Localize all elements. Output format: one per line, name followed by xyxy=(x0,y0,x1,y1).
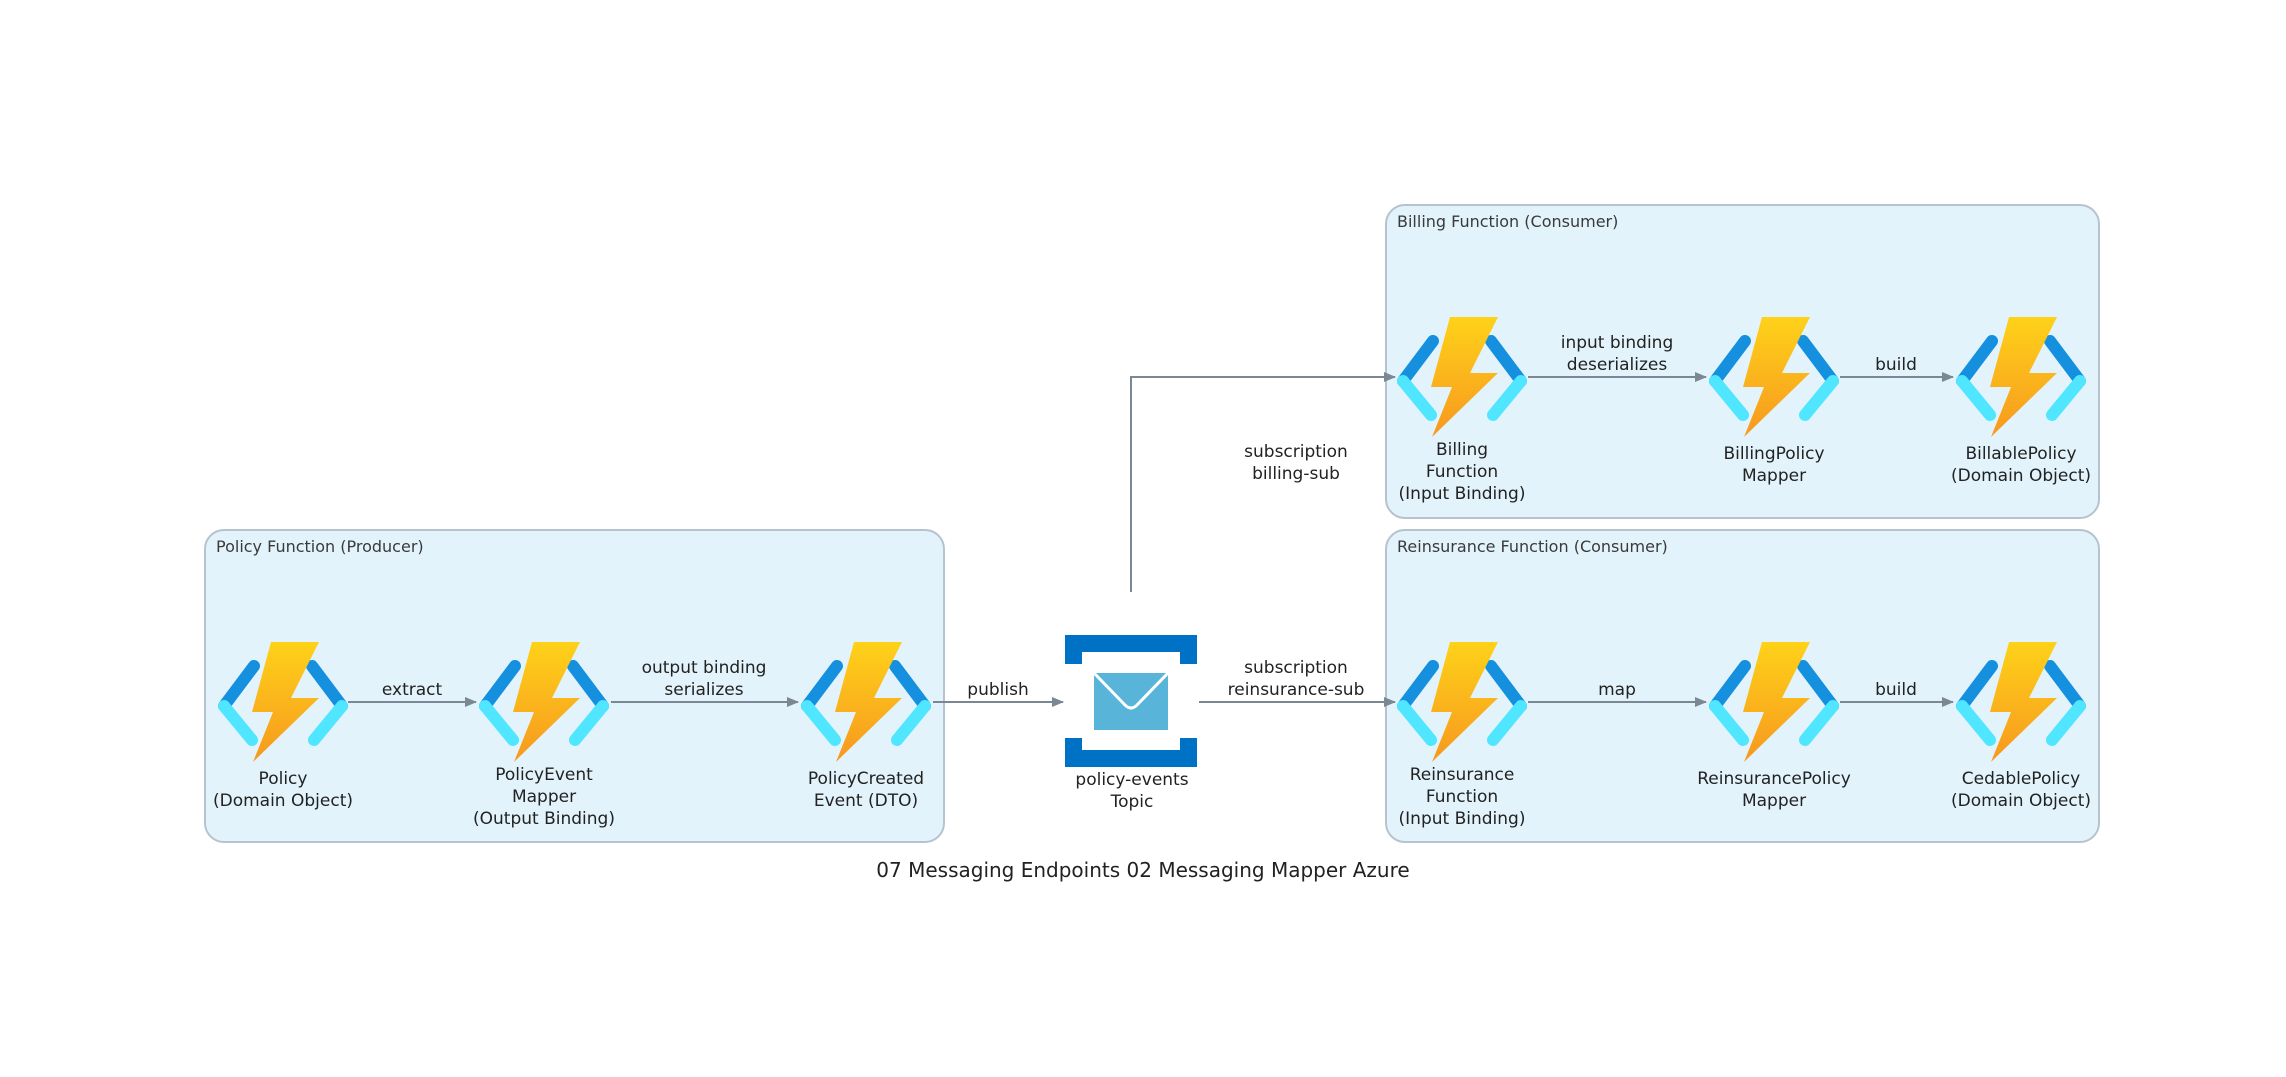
edge-label-subscription-billing: subscription billing-sub xyxy=(1244,442,1348,484)
edge-label-extract: extract xyxy=(381,680,443,700)
service-bus-topic-icon xyxy=(1065,635,1197,767)
azure-function-icon xyxy=(1707,315,1841,440)
node-label: Policy (Domain Object) xyxy=(212,769,353,811)
azure-function-icon xyxy=(1395,315,1529,440)
azure-function-icon xyxy=(477,640,611,765)
edge-subscription-billing xyxy=(1130,372,1396,592)
azure-function-icon xyxy=(1395,640,1529,765)
node-label: ReinsurancePolicy Mapper xyxy=(1697,769,1851,811)
edge-label-publish: publish xyxy=(967,680,1029,700)
azure-function-icon xyxy=(1954,315,2088,440)
node-label: PolicyEvent Mapper (Output Binding) xyxy=(473,765,615,829)
azure-function-icon xyxy=(1707,640,1841,765)
node-label: BillablePolicy (Domain Object) xyxy=(1950,444,2091,486)
node-label: Reinsurance Function (Input Binding) xyxy=(1398,765,1526,829)
node-label: policy-events Topic xyxy=(1075,770,1189,812)
edge-label-subscription-reinsurance: subscription reinsurance-sub xyxy=(1227,658,1365,700)
edge-label-map: map xyxy=(1598,680,1636,700)
node-label: PolicyCreated Event (DTO) xyxy=(807,769,925,811)
cluster-title: Policy Function (Producer) xyxy=(216,537,424,556)
azure-function-icon xyxy=(216,640,350,765)
node-label: Billing Function (Input Binding) xyxy=(1398,440,1526,504)
cluster-title: Reinsurance Function (Consumer) xyxy=(1397,537,1668,556)
edge-label-build-billable: build xyxy=(1875,355,1917,375)
edge-label-build-cedable: build xyxy=(1875,680,1917,700)
azure-function-icon xyxy=(1954,640,2088,765)
azure-function-icon xyxy=(799,640,933,765)
edge-label-input-binding: input binding deserializes xyxy=(1560,333,1674,375)
edge-label-output-binding: output binding serializes xyxy=(641,658,767,700)
cluster-title: Billing Function (Consumer) xyxy=(1397,212,1619,231)
node-label: CedablePolicy (Domain Object) xyxy=(1950,769,2091,811)
diagram-title: 07 Messaging Endpoints 02 Messaging Mapp… xyxy=(876,858,1410,882)
node-label: BillingPolicy Mapper xyxy=(1723,444,1825,486)
